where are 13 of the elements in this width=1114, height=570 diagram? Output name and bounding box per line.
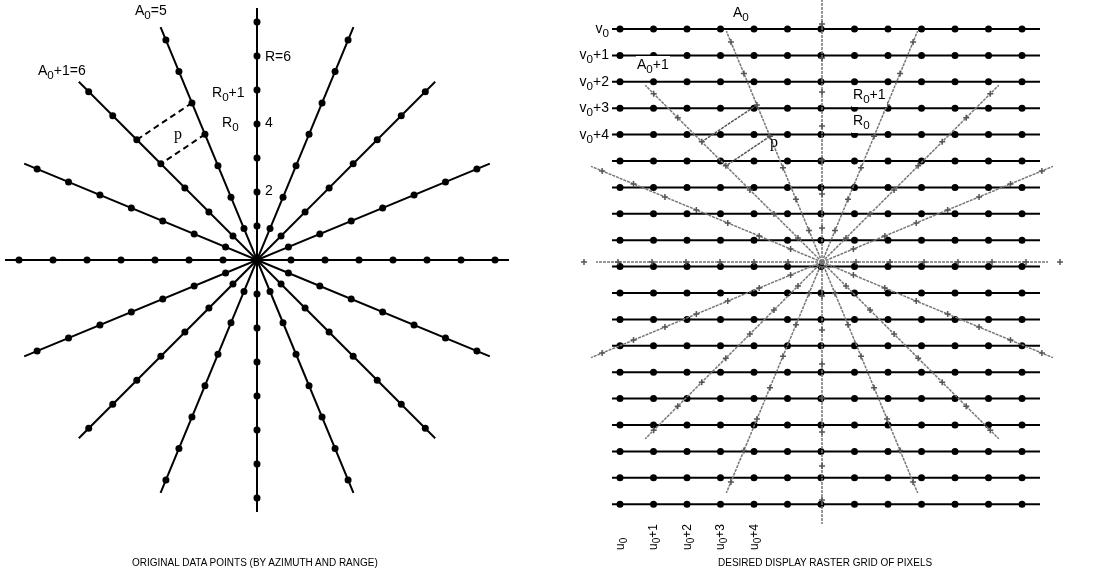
range-label: 4: [265, 114, 273, 130]
caption: DESIRED DISPLAY RASTER GRID OF PIXELS: [718, 556, 933, 570]
range-label: 2: [265, 182, 273, 198]
range-label: R$_{0}$+1: [212, 84, 245, 105]
point-label: p: [770, 134, 778, 150]
range-label: R$_{0}$+1: [852, 86, 887, 107]
range-label: R$_{0}$: [852, 112, 871, 133]
point-label: p: [174, 126, 182, 142]
range-label: R$_{0}$: [222, 114, 239, 135]
caption: ORIGINAL DATA POINTS (BY AZIMUTH AND RANGE): [132, 556, 378, 570]
range-label: R=6: [265, 48, 292, 64]
axis-label: A$_{0}$+1=6: [38, 62, 86, 83]
axis-label: A$_{0}$=5: [135, 2, 167, 23]
